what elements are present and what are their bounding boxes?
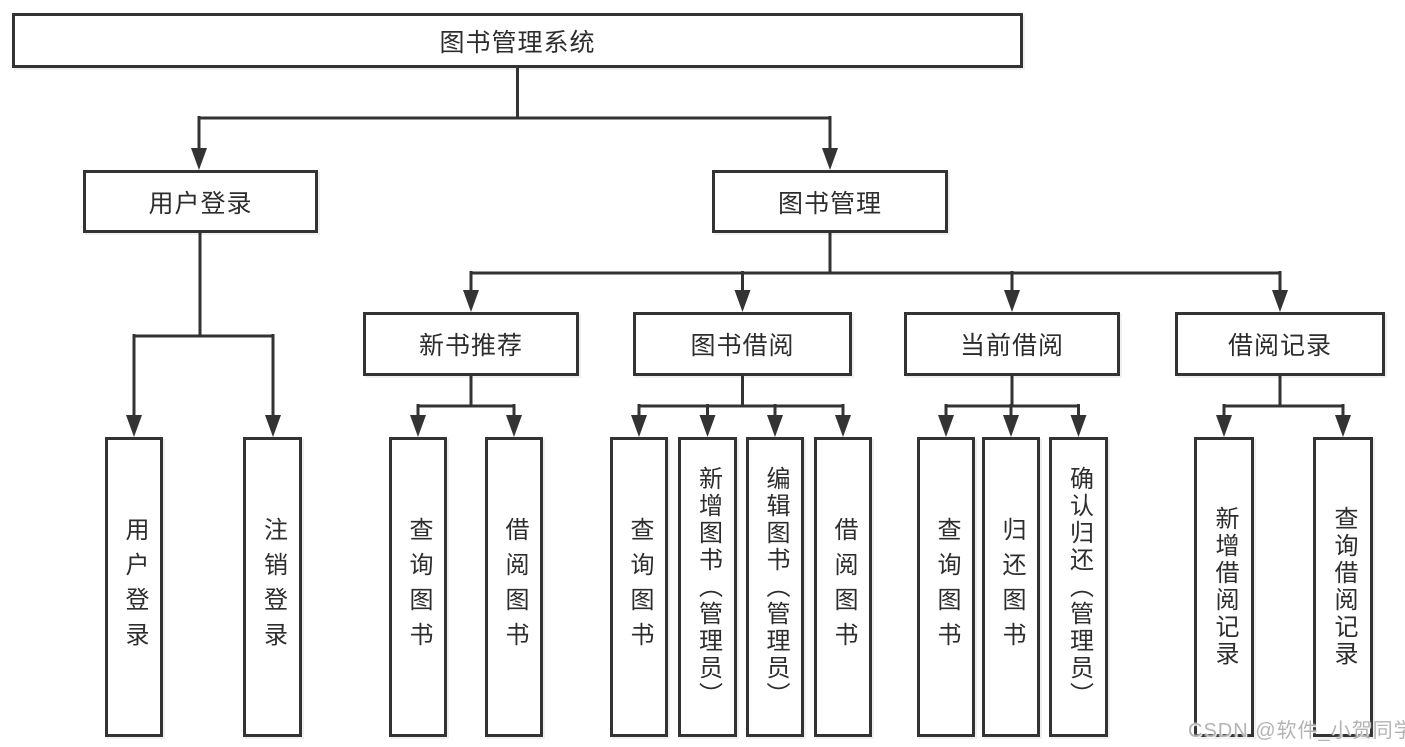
node-label: 图书管理 xyxy=(777,189,882,218)
node-label: 图书借阅 xyxy=(690,332,795,360)
leaf-label: 新增借阅记录 xyxy=(1211,506,1238,668)
leaf-label: 编辑图书（管理员） xyxy=(762,465,789,709)
node-new-book-recommend: 新书推荐 xyxy=(363,312,579,376)
node-label: 借阅记录 xyxy=(1227,332,1332,360)
node-borrowing-records: 借阅记录 xyxy=(1175,312,1385,376)
node-label: 当前借阅 xyxy=(959,332,1064,360)
leaf-label: 借阅图书 xyxy=(830,517,857,657)
leaf-add-borrow-record: 新增借阅记录 xyxy=(1194,437,1254,737)
node-library-system: 图书管理系统 xyxy=(12,13,1023,68)
leaf-label: 注销登录 xyxy=(259,517,287,657)
leaf-label: 归还图书 xyxy=(998,517,1025,657)
leaf-query-books-current: 查询图书 xyxy=(917,437,975,737)
leaf-borrow-books: 借阅图书 xyxy=(814,437,872,737)
node-user-login: 用户登录 xyxy=(83,170,318,233)
leaf-query-borrow-record: 查询借阅记录 xyxy=(1313,437,1373,737)
leaf-logout: 注销登录 xyxy=(243,437,302,737)
leaf-label: 查询图书 xyxy=(405,517,432,657)
leaf-label: 新增图书（管理员） xyxy=(694,465,722,709)
leaf-edit-books-admin: 编辑图书（管理员） xyxy=(746,437,804,737)
leaf-label: 用户登录 xyxy=(121,517,148,657)
node-book-management: 图书管理 xyxy=(712,170,948,233)
leaf-label: 确认归还（管理员） xyxy=(1065,465,1093,709)
leaf-label: 查询借阅记录 xyxy=(1330,506,1357,668)
leaf-query-books-borrowing: 查询图书 xyxy=(610,437,668,737)
node-label: 新书推荐 xyxy=(418,332,523,360)
leaf-return-books: 归还图书 xyxy=(982,437,1040,737)
leaf-query-books-recommend: 查询图书 xyxy=(389,437,447,737)
leaf-label: 借阅图书 xyxy=(501,517,528,657)
leaf-label: 查询图书 xyxy=(933,517,960,657)
node-label: 图书管理系统 xyxy=(439,28,596,57)
leaf-confirm-return-admin: 确认归还（管理员） xyxy=(1049,437,1108,737)
leaf-add-books-admin: 新增图书（管理员） xyxy=(678,437,737,737)
leaf-label: 查询图书 xyxy=(626,517,653,657)
leaf-user-login: 用户登录 xyxy=(105,437,163,737)
csdn-watermark: CSDN @软件_小贺同学 xyxy=(1188,720,1405,742)
leaf-borrow-books-recommend: 借阅图书 xyxy=(485,437,543,737)
node-current-borrowing: 当前借阅 xyxy=(904,312,1120,376)
node-label: 用户登录 xyxy=(148,189,253,218)
node-book-borrowing: 图书借阅 xyxy=(633,312,852,376)
